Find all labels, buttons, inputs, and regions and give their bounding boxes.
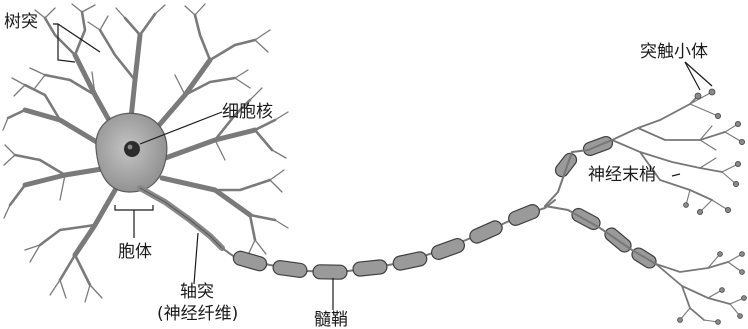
axon	[222, 200, 555, 272]
axon-hillock	[140, 188, 222, 248]
myelin-sheath-segments	[232, 135, 659, 280]
label-myelin-sheath: 髓鞘	[314, 312, 348, 329]
label-dendrite: 树突	[4, 14, 38, 31]
nerve-endings-lower	[656, 254, 744, 322]
label-synaptic-knob: 突触小体	[640, 44, 708, 61]
label-axon: 轴突	[180, 284, 214, 301]
nerve-endings-upper	[612, 92, 742, 212]
label-cell-body: 胞体	[118, 244, 152, 261]
label-nerve-ending: 神经末梢	[588, 167, 656, 184]
label-nucleus: 细胞核	[222, 104, 273, 121]
label-axon-note: (神经纤维)	[157, 306, 238, 323]
synaptic-knobs	[684, 89, 745, 215]
nucleus	[124, 141, 140, 157]
